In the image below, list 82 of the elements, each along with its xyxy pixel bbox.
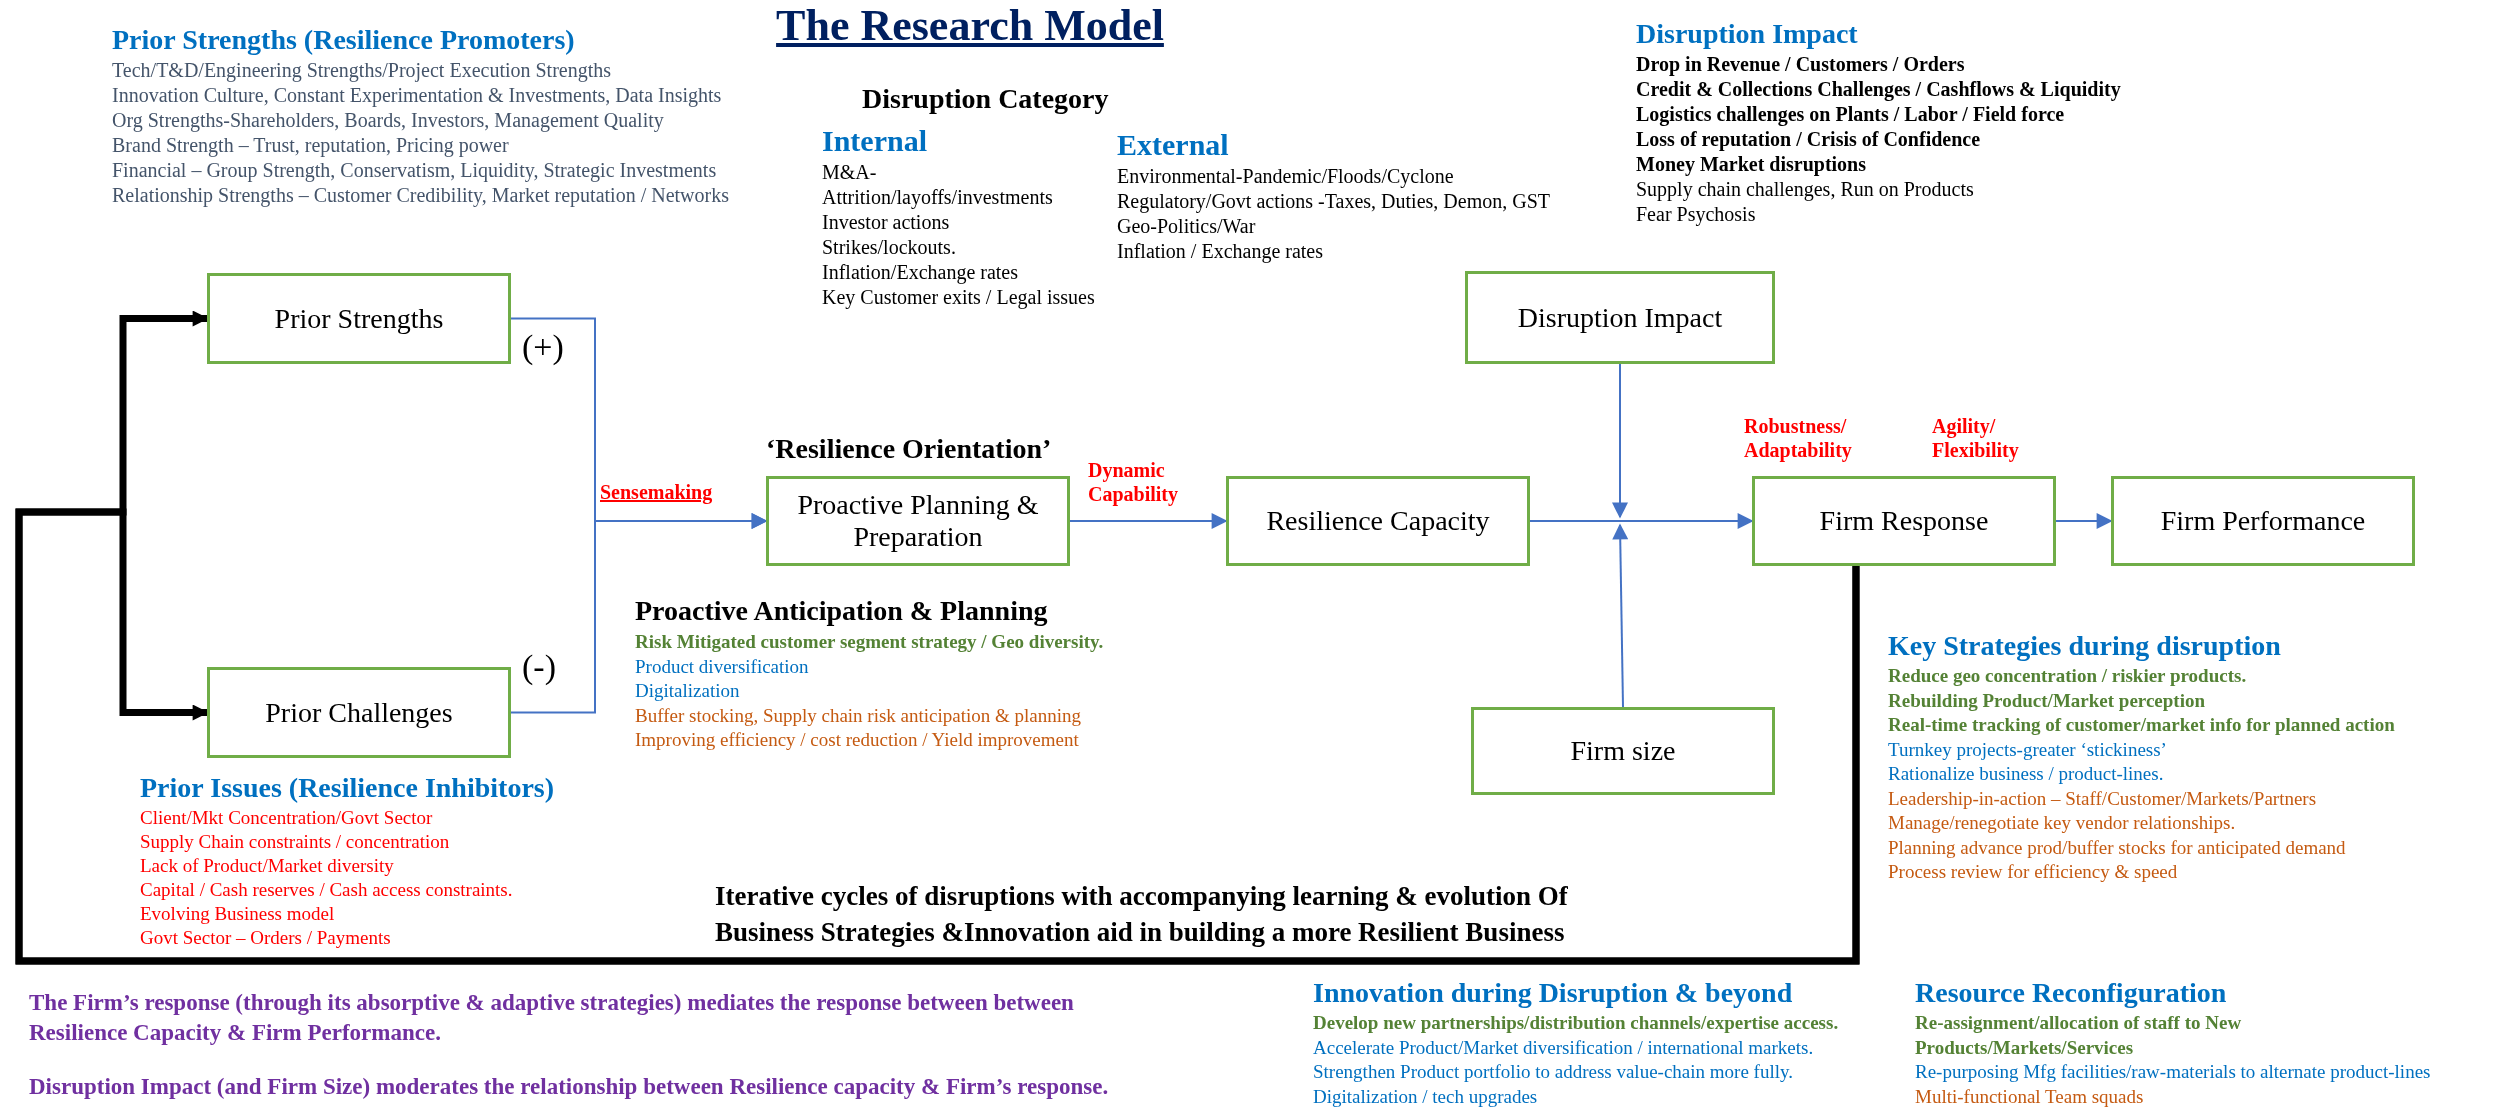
list-item: Supply chain challenges, Run on Products bbox=[1636, 177, 1974, 202]
list-item: Rationalize business / product-lines. bbox=[1888, 762, 2164, 786]
process-box: Disruption Impact bbox=[1465, 271, 1775, 364]
list-item: Re-assignment/allocation of staff to New Products/Markets/Services bbox=[1915, 1011, 2243, 1060]
section-heading: Key Strategies during disruption bbox=[1888, 629, 2281, 663]
connector-arrow bbox=[1612, 363, 1628, 519]
list-item: Improving efficiency / cost reduction / Yield improvement bbox=[635, 728, 1079, 752]
list-item: Client/Mkt Concentration/Govt Sector bbox=[140, 806, 433, 830]
connector-arrow bbox=[510, 513, 768, 714]
list-item: Environmental-Pandemic/Floods/Cyclone bbox=[1117, 164, 1454, 189]
list-item: Buffer stocking, Supply chain risk anticipation & planning bbox=[635, 703, 1082, 728]
list-item: Regulatory/Govt actions -Taxes, Duties, Demon, GST bbox=[1117, 189, 1551, 214]
list-item: Key Customer exits / Legal issues bbox=[822, 285, 1095, 310]
list-item: Govt Sector – Orders / Payments bbox=[140, 926, 391, 950]
list-item: Digitalization bbox=[635, 679, 740, 703]
list-item: Manage/renegotiate key vendor relationships. bbox=[1888, 811, 2236, 835]
list-item: Inflation/Exchange rates bbox=[822, 260, 1019, 285]
section-heading: External bbox=[1117, 127, 1229, 163]
node-annotation: ‘Resilience Orientation’ bbox=[766, 433, 1053, 465]
section-heading: Innovation during Disruption & beyond bbox=[1313, 976, 1793, 1010]
list-item: M&A- Attrition/layoffs/investments bbox=[822, 160, 1054, 210]
node-annotation: Agility/ Flexibility bbox=[1932, 414, 2020, 462]
list-item: Drop in Revenue / Customers / Orders bbox=[1636, 52, 1965, 77]
list-item: Relationship Strengths – Customer Credibility, Market reputation / Networks bbox=[112, 183, 729, 208]
list-item: Brand Strength – Trust, reputation, Pricing power bbox=[112, 133, 509, 158]
list-item: Strikes/lockouts. bbox=[822, 235, 956, 260]
process-box: Prior Strengths bbox=[207, 273, 511, 364]
section-heading: Resource Reconfiguration bbox=[1915, 976, 2227, 1010]
list-item: Digitalization / tech upgrades bbox=[1313, 1084, 1538, 1109]
process-box: Firm Response bbox=[1752, 476, 2056, 566]
list-item: Process review for efficiency & speed bbox=[1888, 860, 2178, 884]
list-item: Lack of Product/Market diversity bbox=[140, 854, 394, 878]
note-text: Iterative cycles of disruptions with accompanying learning & evolution Of Business Strategies &Innovation aid in building a more Resilient Business bbox=[715, 880, 1569, 949]
list-item: Innovation Culture, Constant Experimentation & Investments, Data Insights bbox=[112, 83, 722, 108]
list-item: Tech/T&D/Engineering Strengths/Project Execution Strengths bbox=[112, 58, 612, 83]
node-annotation: Robustness/ Adaptability bbox=[1744, 414, 1853, 462]
process-box: Firm size bbox=[1471, 707, 1775, 795]
note-text: The Firm’s response (through its absorptive & adaptive strategies) mediates the response between between Resilience Capacity & Firm Performance. bbox=[29, 989, 1075, 1047]
list-item: Real-time tracking of customer/market info for planned action bbox=[1888, 713, 2396, 737]
process-box: Firm Performance bbox=[2111, 476, 2415, 566]
annotation-text: Sensemaking bbox=[600, 480, 713, 504]
list-item: Strengthen Product portfolio to address value-chain more fully. bbox=[1313, 1060, 1793, 1084]
section-heading: Prior Strengths (Resilience Promoters) bbox=[112, 23, 575, 57]
process-box: Proactive Planning & Preparation bbox=[766, 476, 1070, 566]
list-item: Capital / Cash reserves / Cash access constraints. bbox=[140, 878, 513, 902]
list-item: Credit & Collections Challenges / Cashflows & Liquidity bbox=[1636, 77, 2122, 102]
list-item: Risk Mitigated customer segment strategy / Geo diversity. bbox=[635, 630, 1104, 654]
list-item: Product diversification bbox=[635, 654, 809, 679]
list-item: Re-purposing Mfg facilities/raw-materials to alternate product-lines bbox=[1915, 1060, 2431, 1084]
list-item: Money Market disruptions bbox=[1636, 152, 1866, 177]
list-item: Investor actions bbox=[822, 210, 950, 235]
process-box: Resilience Capacity bbox=[1226, 476, 1530, 566]
section-heading: Disruption Impact bbox=[1636, 17, 1858, 51]
list-item: Accelerate Product/Market diversification / international markets. bbox=[1313, 1035, 1814, 1060]
note-text: Disruption Impact (and Firm Size) moderates the relationship between Resilience capacity & Firm’s response. bbox=[29, 1073, 1109, 1101]
connector-arrow bbox=[15, 508, 1860, 965]
connector-arrow bbox=[1612, 523, 1629, 708]
list-item: Leadership-in-action – Staff/Customer/Markets/Partners bbox=[1888, 786, 2317, 811]
connector-arrow bbox=[1069, 513, 1228, 529]
list-item: Inflation / Exchange rates bbox=[1117, 239, 1324, 264]
list-item: Rebuilding Product/Market perception bbox=[1888, 688, 2206, 713]
list-item: Planning advance prod/buffer stocks for anticipated demand bbox=[1888, 835, 2346, 860]
section-heading: Internal bbox=[822, 123, 927, 159]
list-item: Geo-Politics/War bbox=[1117, 214, 1256, 239]
list-item: Turnkey projects-greater ‘stickiness’ bbox=[1888, 737, 2167, 762]
list-item: Develop new partnerships/distribution channels/expertise access. bbox=[1313, 1011, 1839, 1035]
list-item: Org Strengths-Shareholders, Boards, Investors, Management Quality bbox=[112, 108, 664, 133]
list-item: Financial – Group Strength, Conservatism, Liquidity, Strategic Investments bbox=[112, 158, 717, 183]
section-heading: Disruption Category bbox=[862, 82, 1109, 116]
section-heading: Prior Issues (Resilience Inhibitors) bbox=[140, 771, 555, 805]
diagram-title: The Research Model bbox=[775, 0, 1165, 51]
list-item: Logistics challenges on Plants / Labor / Field force bbox=[1636, 102, 2065, 127]
list-item: Evolving Business model bbox=[140, 902, 335, 926]
list-item: Multi-functional Team squads bbox=[1915, 1084, 2144, 1109]
process-box: Prior Challenges bbox=[207, 667, 511, 758]
list-item: Reduce geo concentration / riskier products. bbox=[1888, 664, 2247, 688]
list-item: Supply Chain constraints / concentration bbox=[140, 830, 450, 854]
list-item: Loss of reputation / Crisis of Confidence bbox=[1636, 127, 1981, 152]
connector-arrow bbox=[2055, 513, 2113, 529]
connector-arrow bbox=[1529, 513, 1754, 529]
list-item: Fear Psychosis bbox=[1636, 202, 1756, 227]
section-heading: Proactive Anticipation & Planning bbox=[635, 594, 1048, 628]
